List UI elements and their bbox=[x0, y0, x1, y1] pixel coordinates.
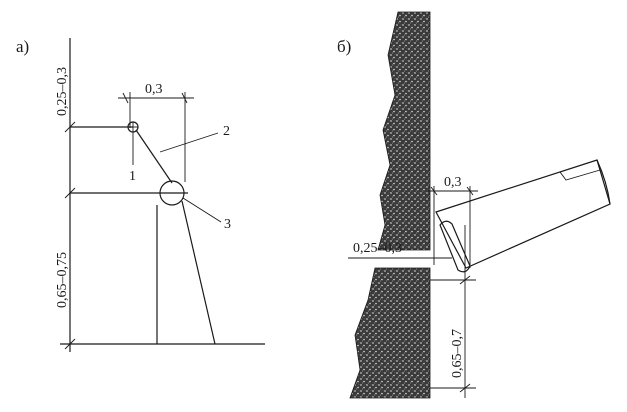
top-dim-tick-right bbox=[181, 92, 188, 104]
height-dim-tick-bottom bbox=[459, 383, 471, 393]
callout-1: 1 bbox=[129, 169, 136, 184]
large-circle bbox=[159, 180, 185, 206]
bench-seat bbox=[435, 159, 611, 269]
callout-3-leader bbox=[182, 197, 222, 223]
panel-a-label: а) bbox=[16, 37, 29, 56]
bench-seat-edge bbox=[559, 159, 601, 181]
upper-height-dimension: 0,25–0,3 bbox=[55, 67, 70, 116]
width-dim-tick-left bbox=[430, 186, 438, 196]
height-dim-tick-top bbox=[459, 275, 471, 285]
panel-b: б) 0,3 0,25–0,3 0,65–0,7 bbox=[337, 11, 611, 399]
callout-3: 3 bbox=[224, 217, 231, 232]
callout-2: 2 bbox=[223, 124, 230, 139]
inclined-line bbox=[135, 129, 173, 184]
panel-b-label: б) bbox=[337, 37, 351, 56]
height-dimension: 0,65–0,7 bbox=[450, 329, 465, 378]
callout-2-leader bbox=[159, 132, 219, 153]
panel-a: а) 0,3 1 2 3 bbox=[16, 37, 265, 352]
top-dim-tick-left bbox=[122, 92, 129, 104]
width-dim-tick-right bbox=[466, 186, 474, 196]
width-dimension: 0,3 bbox=[444, 175, 462, 190]
lower-height-dimension: 0,65–0,75 bbox=[55, 252, 70, 308]
inclined-leg bbox=[181, 200, 216, 345]
bench-seat-end bbox=[596, 159, 611, 205]
top-width-dimension: 0,3 bbox=[145, 82, 163, 97]
gap-dimension: 0,25–0,3 bbox=[353, 241, 402, 256]
stone-wall-upper bbox=[377, 11, 431, 251]
stone-wall-lower bbox=[349, 267, 431, 399]
